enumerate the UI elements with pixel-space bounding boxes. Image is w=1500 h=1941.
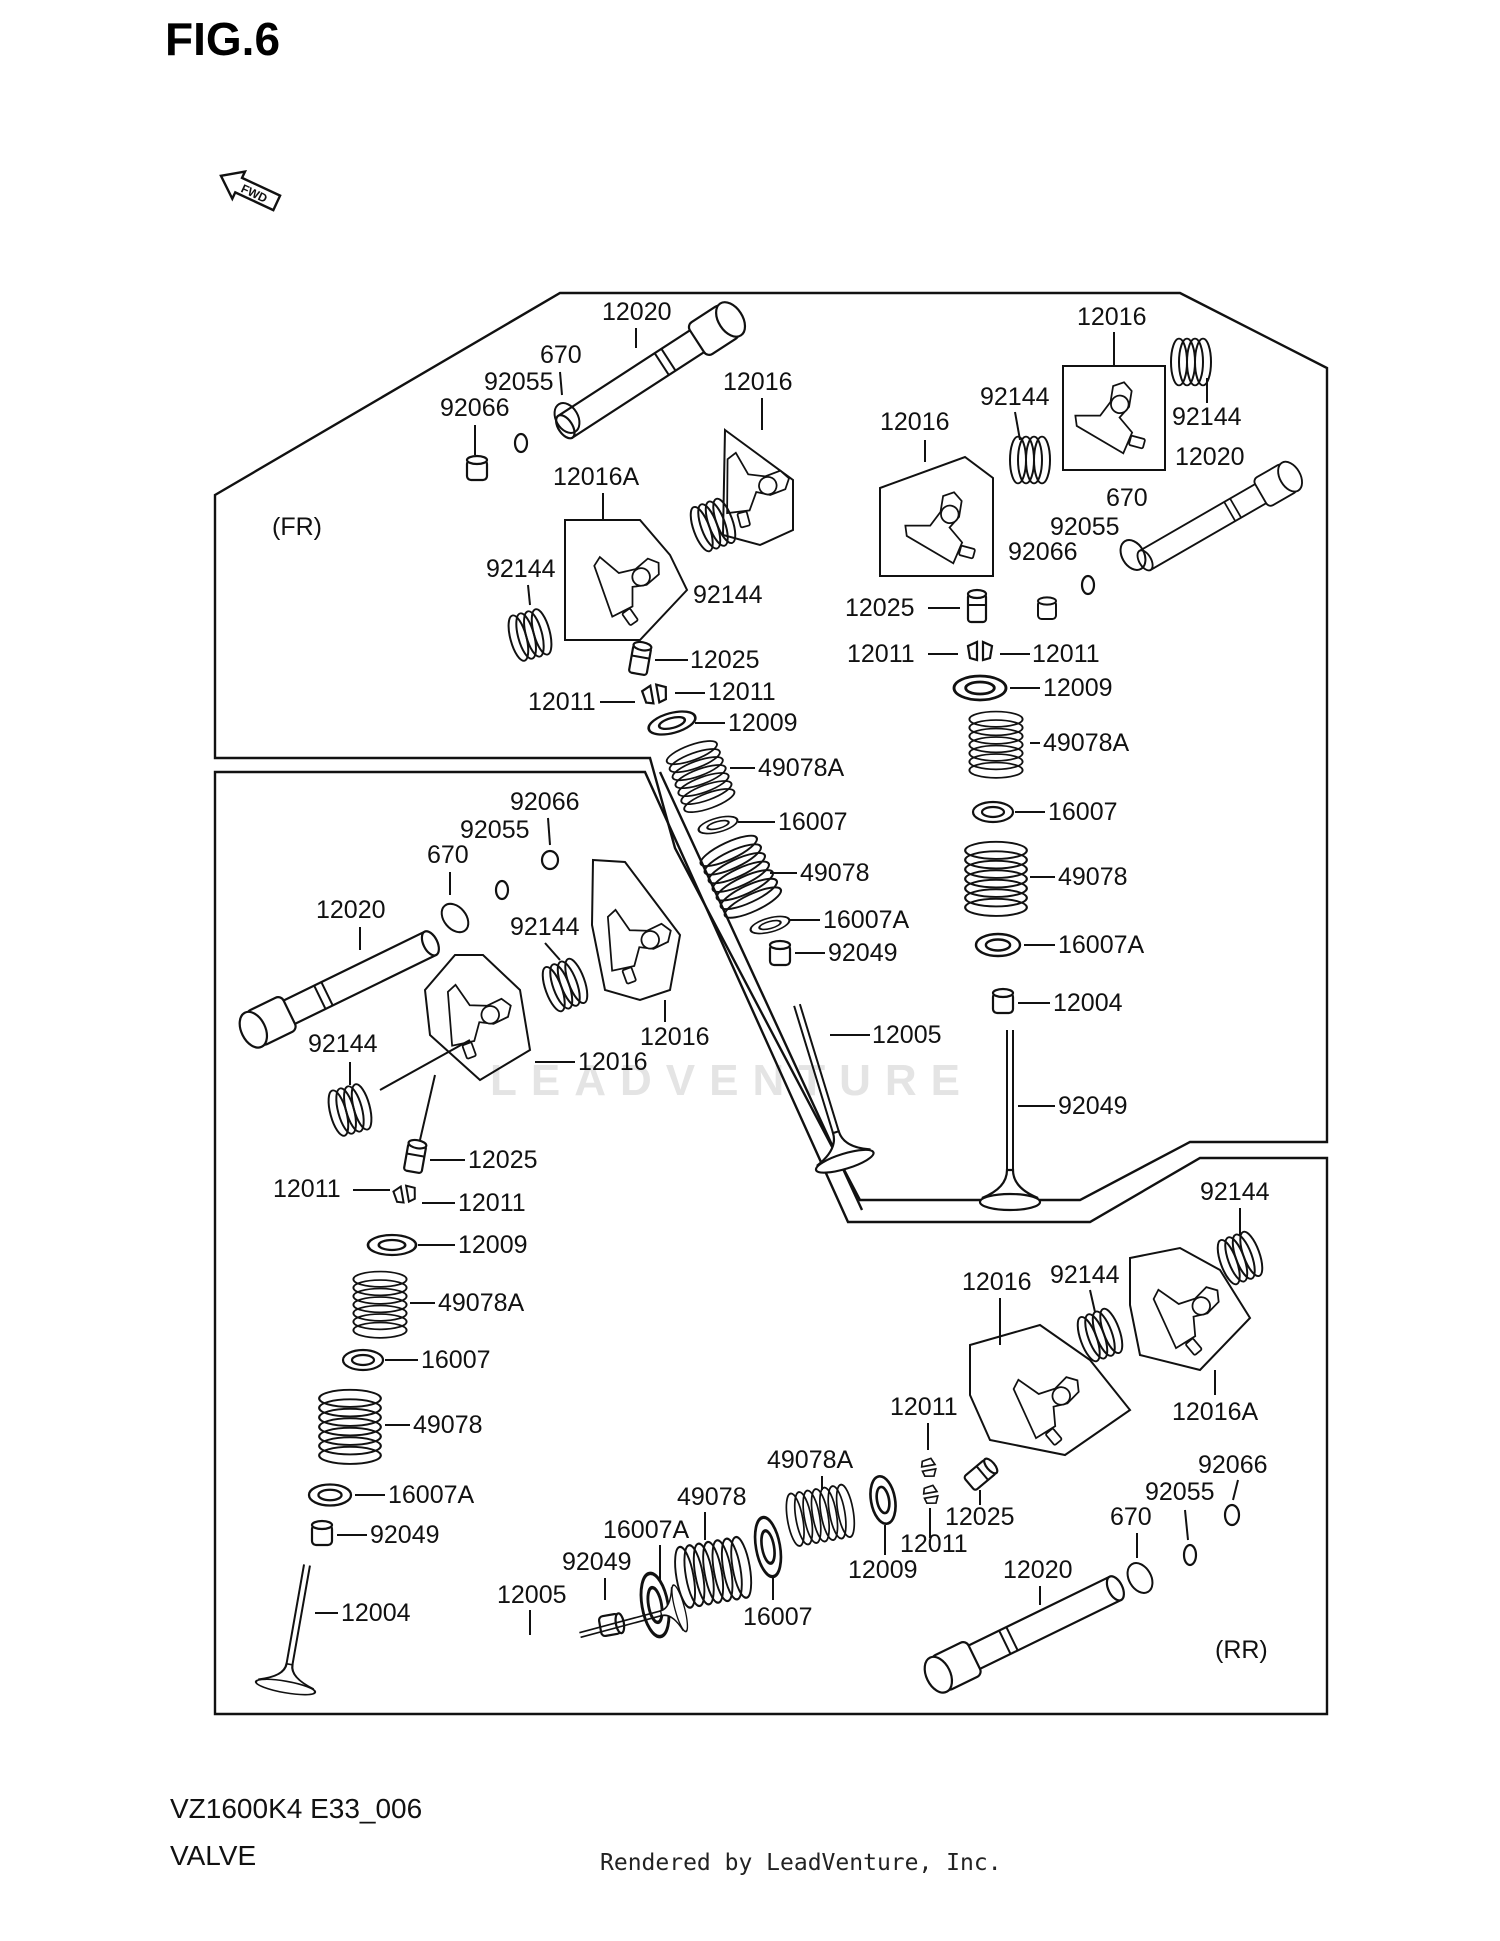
callout: 92049 [828,939,898,967]
callout: 16007 [1048,798,1118,826]
callout: 670 [540,341,582,369]
figure-title: FIG.6 [165,13,280,65]
callout: 12011 [708,678,776,706]
rear-group: 92144 12016A 92144 12016 12011 49078A 12… [497,1178,1270,1699]
callout: 92055 [1050,513,1120,541]
callout: 12009 [728,709,798,737]
callout: 12016 [640,1023,710,1051]
callout: 12016 [723,368,793,396]
callout: 92144 [980,383,1050,411]
callout: 16007A [603,1516,690,1544]
front-left-group: 12020 670 92055 92066 12016 12016A 92144… [440,295,910,967]
callout: 670 [1110,1503,1152,1531]
callout: 92144 [308,1030,378,1058]
callout: 92055 [460,816,530,844]
render-credit: Rendered by LeadVenture, Inc. [600,1850,1002,1876]
callout: 49078 [413,1411,483,1439]
callout: 12005 [497,1581,567,1609]
callout: 92055 [484,368,554,396]
diagram-name: VALVE [170,1840,256,1871]
callout: 12020 [1003,1556,1073,1584]
callout: 92144 [1200,1178,1270,1206]
callout: 49078A [438,1289,525,1317]
rear-cylinder-frame [213,770,1329,1716]
callout: 49078A [758,754,845,782]
callout: 12020 [316,896,386,924]
callout: 92144 [693,581,763,609]
callout: 49078A [1043,729,1130,757]
callout: 12016 [1077,303,1147,331]
callout: 12025 [468,1146,538,1174]
callout: 12025 [945,1503,1015,1531]
callout: 12009 [848,1556,918,1584]
callout: 49078A [767,1446,854,1474]
callout: 12025 [690,646,760,674]
callout: 12011 [1032,640,1100,668]
callout: 12009 [458,1231,528,1259]
callout: 92049 [562,1548,632,1576]
callout: 16007 [743,1603,813,1631]
callout: 12011 [528,688,596,716]
callout: 12016A [1172,1398,1259,1426]
callout: 92066 [1198,1451,1268,1479]
callout: 12016 [962,1268,1032,1296]
callout: 12011 [890,1393,958,1421]
callout: 12011 [900,1530,968,1558]
callout: 12011 [847,640,915,668]
callout: 92066 [510,788,580,816]
callout: 12020 [1175,443,1245,471]
section-frames [213,291,1329,1716]
front-section-label: (FR) [272,513,322,541]
callout: 92049 [1058,1092,1128,1120]
callout: 16007A [823,906,910,934]
lower-left-group: 92066 92055 670 12020 92144 12016 12016 … [233,788,710,1699]
callout: 49078 [677,1483,747,1511]
callout: 49078 [1058,863,1128,891]
callout: 92049 [370,1521,440,1549]
callout: 12025 [845,594,915,622]
front-right-group: 12016 92144 92144 12020 12016 670 92055 … [767,303,1308,1212]
callout: 92066 [440,394,510,422]
callout: 92066 [1008,538,1078,566]
callout: 16007A [1058,931,1145,959]
callout: 12016 [880,408,950,436]
callout: 670 [1106,484,1148,512]
watermark: LEADVENTURE [490,1056,974,1105]
callout: 92144 [1172,403,1242,431]
forward-arrow-icon: FWD [219,169,282,212]
callout: 12020 [602,298,672,326]
callout: 12016A [553,463,640,491]
callout: 16007 [421,1346,491,1374]
callout: 49078 [800,859,870,887]
callout: 92144 [1050,1261,1120,1289]
model-code: VZ1600K4 E33_006 [170,1793,422,1824]
callout: 12016 [578,1048,648,1076]
callout: 12004 [341,1599,411,1627]
callout: 16007A [388,1481,475,1509]
callout: 12009 [1043,674,1113,702]
callout: 12005 [872,1021,942,1049]
front-cylinder-frame [213,291,1329,1202]
callout: 12011 [458,1189,526,1217]
callout: 670 [427,841,469,869]
callout: 92144 [486,555,556,583]
callout: 12011 [273,1175,341,1203]
callout: 92055 [1145,1478,1215,1506]
callout: 16007 [778,808,848,836]
callout: 92144 [510,913,580,941]
rear-section-label: (RR) [1215,1636,1268,1664]
callout: 12004 [1053,989,1123,1017]
